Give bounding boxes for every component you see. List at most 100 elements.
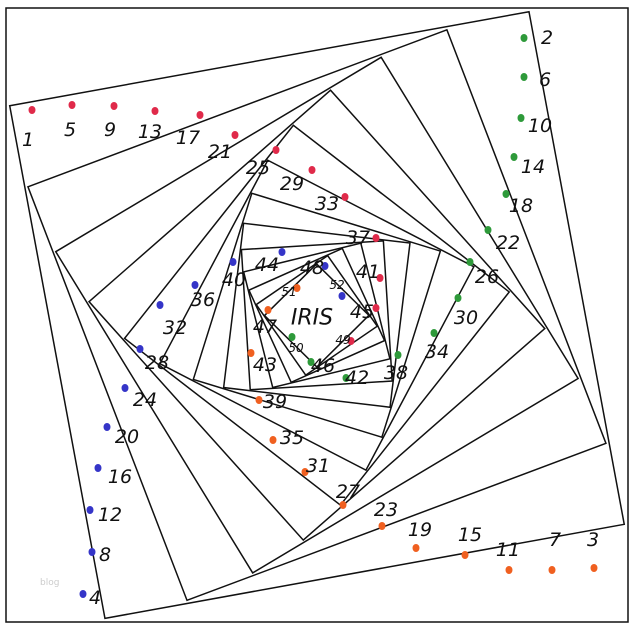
color-dot-green	[520, 34, 528, 42]
color-dot-blue	[86, 506, 94, 514]
strip-number-14: 14	[520, 156, 546, 178]
strip-number-7: 7	[548, 529, 562, 551]
strip-number-41: 41	[355, 261, 381, 283]
color-dot-green	[484, 226, 492, 234]
strip-number-50: 50	[288, 341, 304, 355]
strip-number-11: 11	[495, 539, 521, 561]
strip-number-39: 39	[262, 391, 288, 413]
strip-number-20: 20	[114, 426, 140, 448]
strip-number-42: 42	[344, 367, 370, 389]
strip-number-44: 44	[254, 254, 280, 276]
color-dot-red	[372, 304, 380, 312]
color-dot-green	[342, 374, 350, 382]
color-dot-green	[502, 190, 510, 198]
color-dot-red	[151, 107, 159, 115]
spiral-ring	[222, 222, 411, 409]
outer-border	[5, 7, 629, 623]
strip-number-49: 49	[335, 333, 351, 347]
strip-number-46: 46	[310, 355, 336, 377]
strip-number-13: 13	[137, 121, 163, 143]
strip-number-16: 16	[107, 466, 133, 488]
color-dot-orange	[412, 544, 420, 552]
color-dot-orange	[293, 284, 301, 292]
color-dot-red	[347, 337, 355, 345]
color-dot-orange	[461, 551, 469, 559]
color-dot-blue	[94, 464, 102, 472]
spiral-ring	[87, 89, 546, 542]
strip-number-9: 9	[103, 119, 117, 141]
strip-number-17: 17	[175, 127, 201, 149]
color-dot-green	[430, 329, 438, 337]
strip-number-26: 26	[474, 266, 500, 288]
strip-number-5: 5	[63, 119, 77, 141]
strip-number-36: 36	[190, 289, 216, 311]
color-dot-green	[517, 114, 525, 122]
spiral-ring	[26, 28, 607, 602]
color-dot-blue	[88, 548, 96, 556]
color-dot-orange	[590, 564, 598, 572]
color-dot-orange	[264, 306, 272, 314]
color-dot-blue	[278, 248, 286, 256]
strip-number-51: 51	[281, 285, 297, 299]
strip-number-6: 6	[538, 69, 552, 91]
color-dot-red	[110, 102, 118, 110]
strip-number-4: 4	[88, 587, 102, 609]
color-dot-orange	[339, 501, 347, 509]
color-dot-red	[341, 193, 349, 201]
strip-number-8: 8	[98, 544, 112, 566]
color-dot-orange	[378, 522, 386, 530]
spiral-ring	[247, 247, 386, 384]
color-dot-green	[466, 258, 474, 266]
color-dot-red	[68, 101, 76, 109]
color-dot-blue	[229, 258, 237, 266]
spiral-ring	[192, 192, 442, 439]
color-dot-green	[454, 294, 462, 302]
color-dot-blue	[338, 292, 346, 300]
strip-number-38: 38	[383, 362, 409, 384]
color-dot-red	[231, 131, 239, 139]
strip-number-19: 19	[407, 519, 433, 541]
spiral-ring	[158, 159, 475, 472]
color-dot-green	[510, 153, 518, 161]
watermark: blog	[40, 578, 60, 588]
color-dot-orange	[301, 468, 309, 476]
strip-number-33: 33	[314, 193, 340, 215]
color-dot-blue	[191, 281, 199, 289]
strip-number-47: 47	[252, 316, 278, 338]
strip-number-40: 40	[221, 269, 247, 291]
strip-number-35: 35	[279, 427, 305, 449]
strip-number-32: 32	[162, 317, 188, 339]
strip-number-29: 29	[279, 173, 305, 195]
color-dot-red	[28, 106, 36, 114]
color-dot-blue	[121, 384, 129, 392]
color-dot-red	[308, 166, 316, 174]
color-dot-blue	[103, 423, 111, 431]
color-dot-blue	[156, 301, 164, 309]
strip-number-52: 52	[329, 278, 345, 292]
color-dot-green	[288, 333, 296, 341]
color-dot-green	[520, 73, 528, 81]
color-dot-red	[376, 274, 384, 282]
strip-number-3: 3	[586, 529, 600, 551]
color-dot-green	[307, 358, 315, 366]
strip-number-30: 30	[453, 307, 479, 329]
strip-number-48: 48	[299, 257, 325, 279]
spiral-ring	[8, 10, 626, 620]
spiral-ring	[263, 262, 370, 369]
color-dot-green	[394, 351, 402, 359]
color-dot-red	[196, 111, 204, 119]
strip-number-2: 2	[540, 27, 554, 49]
color-dot-red	[272, 146, 280, 154]
color-dot-orange	[548, 566, 556, 574]
strip-number-37: 37	[345, 227, 371, 249]
color-dot-orange	[269, 436, 277, 444]
spiral-ring	[54, 56, 580, 574]
strip-number-1: 1	[21, 129, 35, 151]
strip-number-27: 27	[335, 481, 361, 503]
strip-number-21: 21	[207, 141, 233, 163]
strip-number-10: 10	[527, 115, 553, 137]
strip-number-15: 15	[457, 524, 483, 546]
strip-number-18: 18	[508, 195, 534, 217]
